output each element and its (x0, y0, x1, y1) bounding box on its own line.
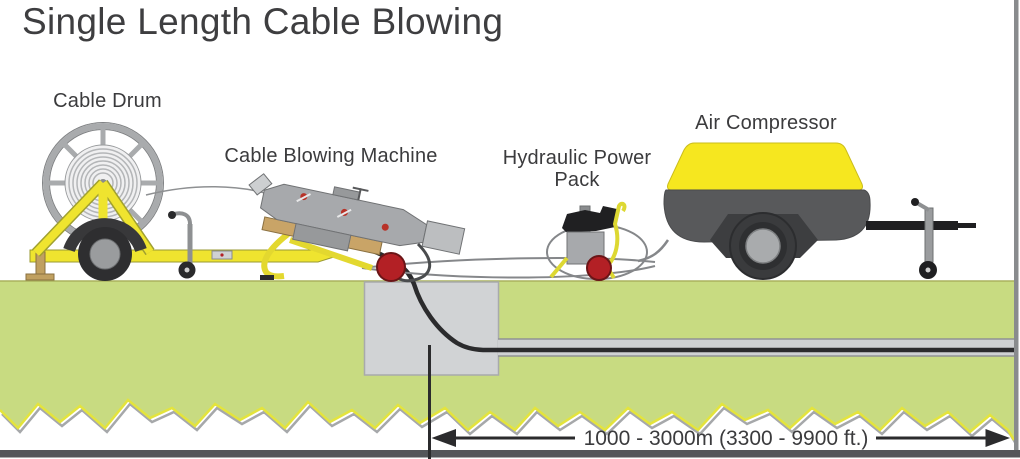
earth-fill (0, 281, 1014, 440)
cable-drum-trailer (25, 122, 339, 281)
tow-bar-latch-dot (220, 253, 224, 257)
drum-road-hub (89, 238, 121, 270)
distance-label: 1000 - 3000m (3300 - 9900 ft.) (583, 427, 869, 450)
air-compressor (663, 142, 976, 280)
drum-mudguard (63, 218, 147, 253)
support-foot (25, 273, 55, 281)
earth-yellow-edge (0, 398, 1016, 441)
hydraulic-power-pack (549, 201, 627, 281)
cable-pit (363, 281, 500, 376)
earth-shadow-edge (1, 402, 1018, 445)
compressor-hose (637, 239, 670, 263)
compressor-tow-bar (866, 221, 958, 230)
machine-stand-leg (261, 231, 290, 280)
air-compressor-label: Air Compressor (695, 112, 837, 134)
pack-leg-left (549, 256, 569, 279)
cable-duct (498, 338, 1014, 357)
compressor-jockey-wheel (911, 198, 937, 279)
earth-ground (0, 280, 1018, 445)
page-title: Single Length Cable Blowing (22, 1, 504, 42)
machine-lower-block (292, 222, 352, 252)
drum-jockey-wheel (168, 211, 196, 279)
cable-blowing-machine (248, 173, 466, 283)
dimension-arrowhead-right (985, 429, 1010, 447)
machine-stand-foot (260, 275, 274, 280)
hose-loop-bottom (361, 265, 656, 279)
dimension-arrowhead-left (431, 429, 456, 447)
cable-blowing-machine-label: Cable Blowing Machine (224, 145, 438, 167)
pack-engine (562, 206, 617, 232)
machine-red-wheel (376, 252, 406, 282)
frame-border-bottom (0, 450, 1020, 458)
frame-border-right (1014, 0, 1019, 450)
compressor-canopy (667, 142, 863, 191)
pack-red-wheel (586, 255, 612, 281)
compressor-hub (745, 228, 781, 264)
pack-handle (603, 201, 627, 270)
distance-dimension (428, 345, 1010, 459)
machine-inlet-tube (248, 173, 273, 196)
trailer-tow-bar (29, 249, 339, 263)
hydraulic-power-pack-label: Hydraulic Power Pack (502, 147, 652, 191)
machine-stand-diagonal (289, 237, 373, 271)
cable-drum-label: Cable Drum (53, 90, 162, 112)
duct-band (498, 339, 1014, 356)
machine-outlet-box (421, 220, 466, 255)
compressor-tow-bar-tip (956, 223, 976, 228)
